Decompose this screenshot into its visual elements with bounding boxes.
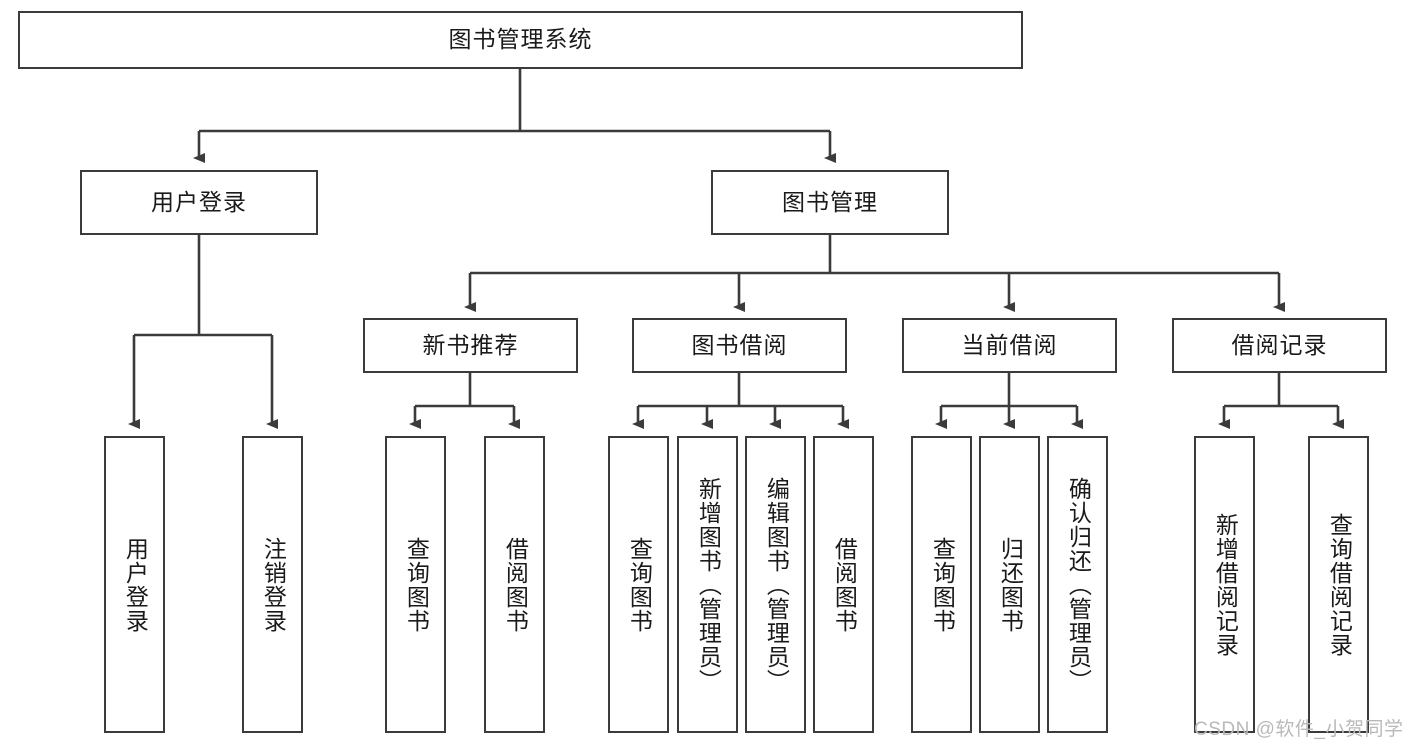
node-label: 借阅图书 [502,536,529,633]
node-leaf-borrow-book[interactable]: 借阅图书 [813,436,874,733]
node-new-book-recommend[interactable]: 新书推荐 [363,318,578,373]
node-label: 编辑图书（管理员） [763,476,790,693]
node-leaf-edit-book-admin[interactable]: 编辑图书（管理员） [745,436,806,733]
node-label: 用户登录 [151,188,247,215]
node-leaf-return-book[interactable]: 归还图书 [979,436,1040,733]
node-label: 用户登录 [122,536,149,633]
node-leaf-logout[interactable]: 注销登录 [242,436,303,733]
node-label: 借阅图书 [831,536,858,633]
node-leaf-query-book-recommend[interactable]: 查询图书 [385,436,446,733]
node-label: 查询图书 [403,536,430,633]
node-borrow-record[interactable]: 借阅记录 [1172,318,1387,373]
node-book-borrow[interactable]: 图书借阅 [632,318,847,373]
csdn-watermark: CSDN @软件_小贺同学 [1194,719,1404,740]
node-book-management[interactable]: 图书管理 [711,170,949,235]
node-label: 当前借阅 [961,331,1058,358]
node-leaf-borrow-book-recommend[interactable]: 借阅图书 [484,436,545,733]
node-leaf-add-book-admin[interactable]: 新增图书（管理员） [677,436,738,733]
node-leaf-query-borrow-record[interactable]: 查询借阅记录 [1308,436,1369,733]
node-label: 借阅记录 [1231,331,1328,358]
node-user-login[interactable]: 用户登录 [80,170,318,235]
node-leaf-confirm-return-admin[interactable]: 确认归还（管理员） [1047,436,1108,733]
node-label: 新增图书（管理员） [695,476,722,693]
node-label: 归还图书 [997,536,1024,633]
node-label: 新增借阅记录 [1212,512,1239,657]
node-current-borrow[interactable]: 当前借阅 [902,318,1117,373]
node-leaf-query-book-current[interactable]: 查询图书 [911,436,972,733]
node-label: 图书管理 [782,188,878,215]
node-label: 图书借阅 [691,331,788,358]
node-leaf-add-borrow-record[interactable]: 新增借阅记录 [1194,436,1255,733]
node-leaf-query-book-borrow[interactable]: 查询图书 [608,436,669,733]
node-label: 确认归还（管理员） [1065,476,1092,693]
node-label: 图书管理系统 [448,26,593,53]
node-label: 查询借阅记录 [1326,512,1353,657]
node-label: 新书推荐 [422,331,519,358]
node-label: 查询图书 [626,536,653,633]
node-label: 注销登录 [260,536,287,633]
node-leaf-user-login[interactable]: 用户登录 [104,436,165,733]
node-label: 查询图书 [929,536,956,633]
node-root-book-management-system[interactable]: 图书管理系统 [18,11,1023,69]
